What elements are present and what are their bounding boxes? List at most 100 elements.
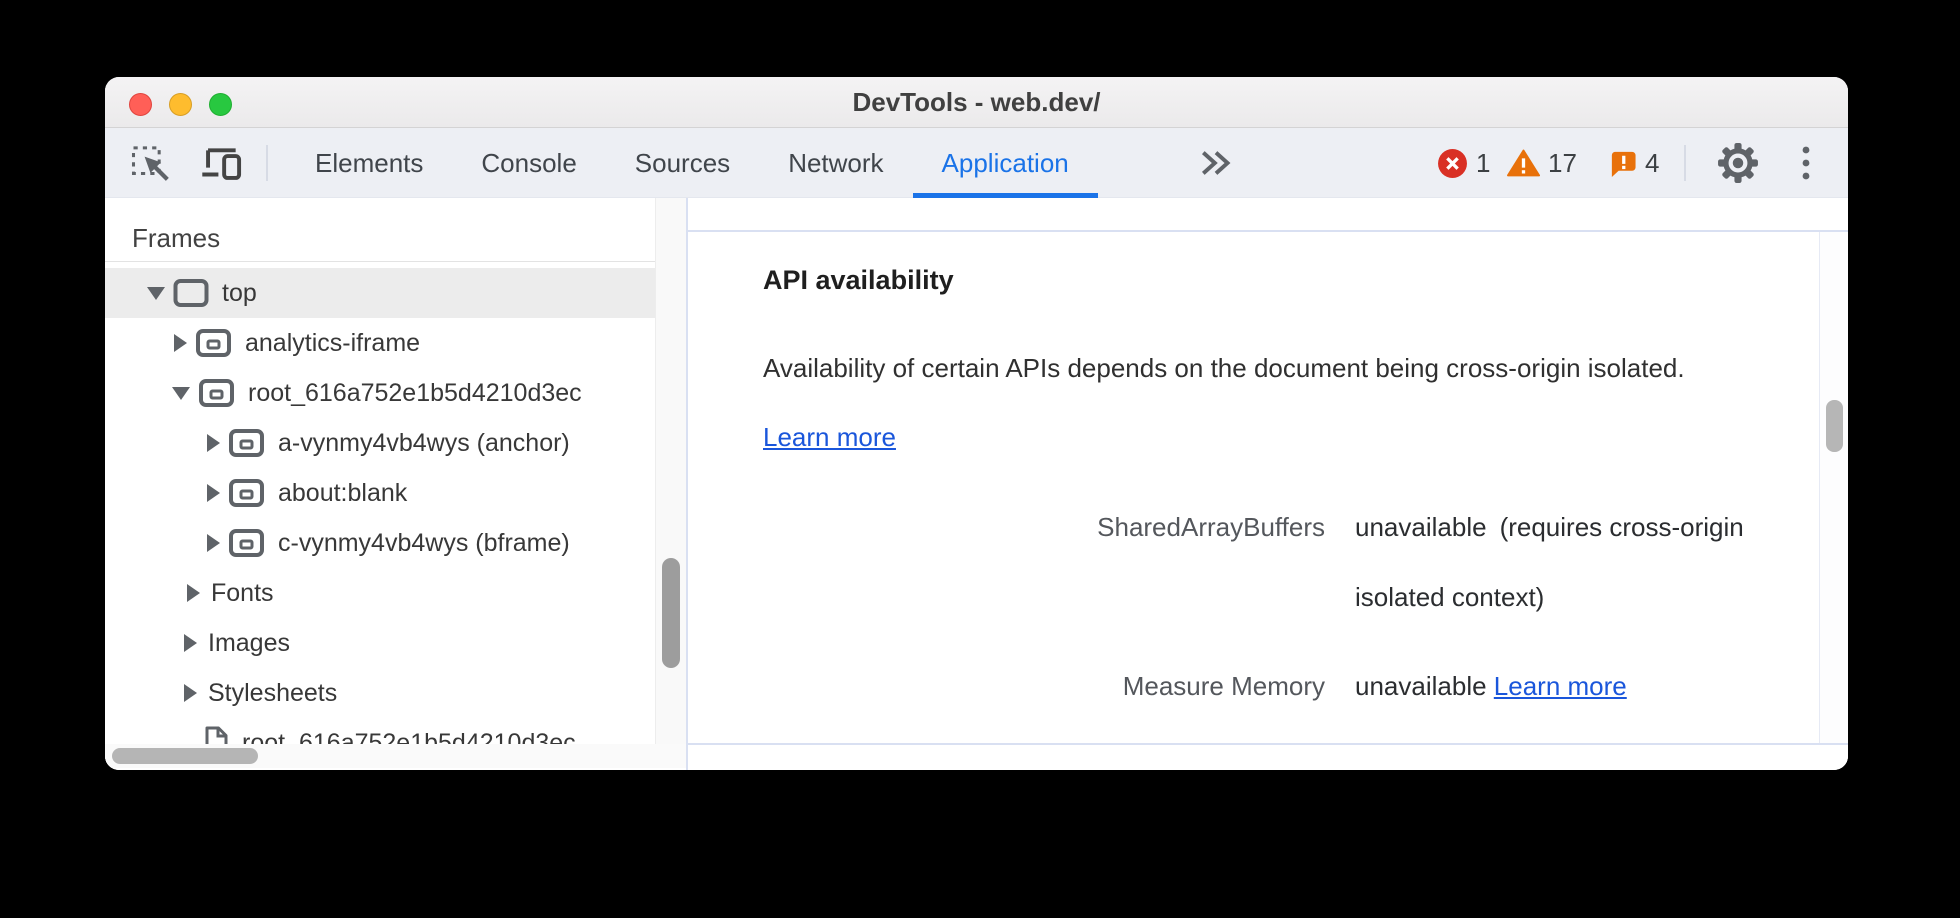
triangle-collapsed-icon[interactable] [207, 434, 220, 452]
settings-gear-icon [1717, 142, 1759, 184]
tree-row[interactable]: Fonts [105, 568, 655, 618]
triangle-collapsed-icon[interactable] [174, 334, 187, 352]
window-title: DevTools - web.dev/ [852, 87, 1101, 117]
settings-button[interactable] [1717, 128, 1759, 198]
tree-row-label: about:blank [278, 478, 408, 507]
tree-row[interactable]: Stylesheets [105, 668, 655, 718]
triangle-collapsed-icon[interactable] [184, 684, 197, 702]
tree-row[interactable]: about:blank [105, 468, 655, 518]
application-main-panel: API availability Availability of certain… [688, 198, 1848, 770]
inspect-element-button[interactable] [130, 128, 172, 198]
tab-elements[interactable]: Elements [315, 148, 424, 178]
tree-row-label: Fonts [211, 578, 274, 607]
tab-sources[interactable]: Sources [634, 148, 731, 178]
devtools-content: Frames top analytics-iframe root_616a752e1… [105, 198, 1848, 770]
more-tabs-button[interactable] [1198, 128, 1234, 198]
devtools-window: DevTools - web.dev/ [105, 77, 1848, 770]
tree-row[interactable]: root_616a752e1b5d4210d3ec [105, 368, 655, 418]
description-text: Availability of certain APIs depends on … [763, 353, 1685, 383]
tree-row[interactable]: analytics-iframe [105, 318, 655, 368]
sidebar-horizontal-scrollbar-thumb[interactable] [112, 748, 258, 764]
iframe-icon [228, 428, 265, 458]
section-divider [688, 230, 1848, 232]
availability-status: unavailable [1355, 671, 1487, 701]
tree-row[interactable]: root_616a752e1b5d4210d3ec [105, 718, 655, 744]
application-sidebar: Frames top analytics-iframe root_616a752e1… [105, 198, 688, 770]
availability-status: unavailable [1355, 512, 1487, 542]
more-options-button[interactable] [1799, 128, 1813, 198]
sidebar-horizontal-scrollbar[interactable] [105, 744, 686, 768]
console-warnings-badge[interactable]: 17 [1507, 128, 1577, 198]
document-icon [203, 726, 229, 744]
triangle-expanded-icon[interactable] [172, 386, 190, 400]
iframe-icon [228, 478, 265, 508]
tree-row-label: Images [208, 628, 290, 657]
tree-row-label: top [222, 278, 257, 307]
triangle-collapsed-icon[interactable] [184, 634, 197, 652]
triangle-collapsed-icon[interactable] [187, 584, 200, 602]
panel-tabs: Elements Console Sources Network Application [286, 128, 1098, 198]
tree-row-label: root_616a752e1b5d4210d3ec [248, 378, 582, 407]
frame-icon [173, 278, 209, 308]
api-report-row: SharedArrayBuffers unavailable(requires c… [763, 492, 1823, 632]
divider [105, 261, 686, 262]
chevron-double-right-icon [1198, 148, 1234, 178]
tab-application[interactable]: Application [912, 128, 1098, 198]
tree-row-label: c-vynmy4vb4wys (bframe) [278, 528, 570, 557]
api-report-row: Measure Memory unavailable Learn more [763, 651, 1823, 721]
api-availability-description: Availability of certain APIs depends on … [763, 334, 1723, 472]
main-vertical-scrollbar-thumb[interactable] [1826, 400, 1843, 452]
tree-row-label: analytics-iframe [245, 328, 421, 357]
api-report-key: Measure Memory [1122, 671, 1325, 701]
tree-row[interactable]: top [105, 268, 655, 318]
inspect-element-icon [130, 142, 172, 184]
minimize-window-button[interactable] [169, 93, 192, 116]
titlebar: DevTools - web.dev/ [105, 77, 1848, 128]
tab-network[interactable]: Network [788, 148, 884, 178]
tab-console[interactable]: Console [481, 148, 577, 178]
issues-badge[interactable]: 4 [1608, 128, 1659, 198]
active-tab-underline [912, 193, 1098, 198]
tree-row[interactable]: a-vynmy4vb4wys (anchor) [105, 418, 655, 468]
frames-section-title: Frames [132, 223, 221, 253]
zoom-window-button[interactable] [209, 93, 232, 116]
learn-more-link[interactable]: Learn more [1493, 671, 1627, 701]
triangle-collapsed-icon[interactable] [207, 534, 220, 552]
iframe-icon [198, 378, 235, 408]
device-toolbar-icon [200, 143, 246, 183]
close-window-button[interactable] [129, 93, 152, 116]
tree-row[interactable]: Images [105, 618, 655, 668]
api-report-key: SharedArrayBuffers [1097, 512, 1325, 542]
api-availability-title: API availability [763, 265, 954, 295]
sidebar-vertical-scrollbar-thumb[interactable] [662, 558, 680, 668]
frames-tree: top analytics-iframe root_616a752e1b5d4210… [105, 268, 655, 744]
api-report-value: unavailable Learn more [1355, 651, 1823, 721]
tree-row-label: root_616a752e1b5d4210d3ec [242, 728, 576, 745]
error-icon [1437, 148, 1468, 179]
main-vertical-scrollbar[interactable] [1819, 232, 1848, 743]
warning-count: 17 [1548, 147, 1577, 178]
console-errors-badge[interactable]: 1 [1437, 128, 1490, 198]
sidebar-vertical-scrollbar[interactable] [655, 198, 686, 744]
tree-row-label: Stylesheets [208, 678, 338, 707]
api-report-value: unavailable(requires cross-origin isolat… [1355, 492, 1823, 632]
learn-more-link[interactable]: Learn more [763, 422, 896, 452]
issue-bubble-icon [1608, 149, 1637, 178]
device-toolbar-button[interactable] [200, 128, 246, 198]
toolbar-divider [1684, 145, 1686, 181]
tree-row-label: a-vynmy4vb4wys (anchor) [278, 428, 570, 457]
triangle-expanded-icon[interactable] [147, 286, 165, 300]
traffic-lights [129, 93, 232, 116]
tree-row[interactable]: c-vynmy4vb4wys (bframe) [105, 518, 655, 568]
warning-icon [1507, 148, 1540, 178]
triangle-collapsed-icon[interactable] [207, 484, 220, 502]
kebab-menu-icon [1799, 144, 1813, 182]
availability-detail: (requires cross-origin isolated context) [1355, 512, 1744, 612]
issue-count: 4 [1645, 147, 1660, 178]
error-count: 1 [1476, 147, 1491, 178]
iframe-icon [228, 528, 265, 558]
devtools-toolbar: Elements Console Sources Network Application [105, 128, 1848, 198]
iframe-icon [195, 328, 232, 358]
